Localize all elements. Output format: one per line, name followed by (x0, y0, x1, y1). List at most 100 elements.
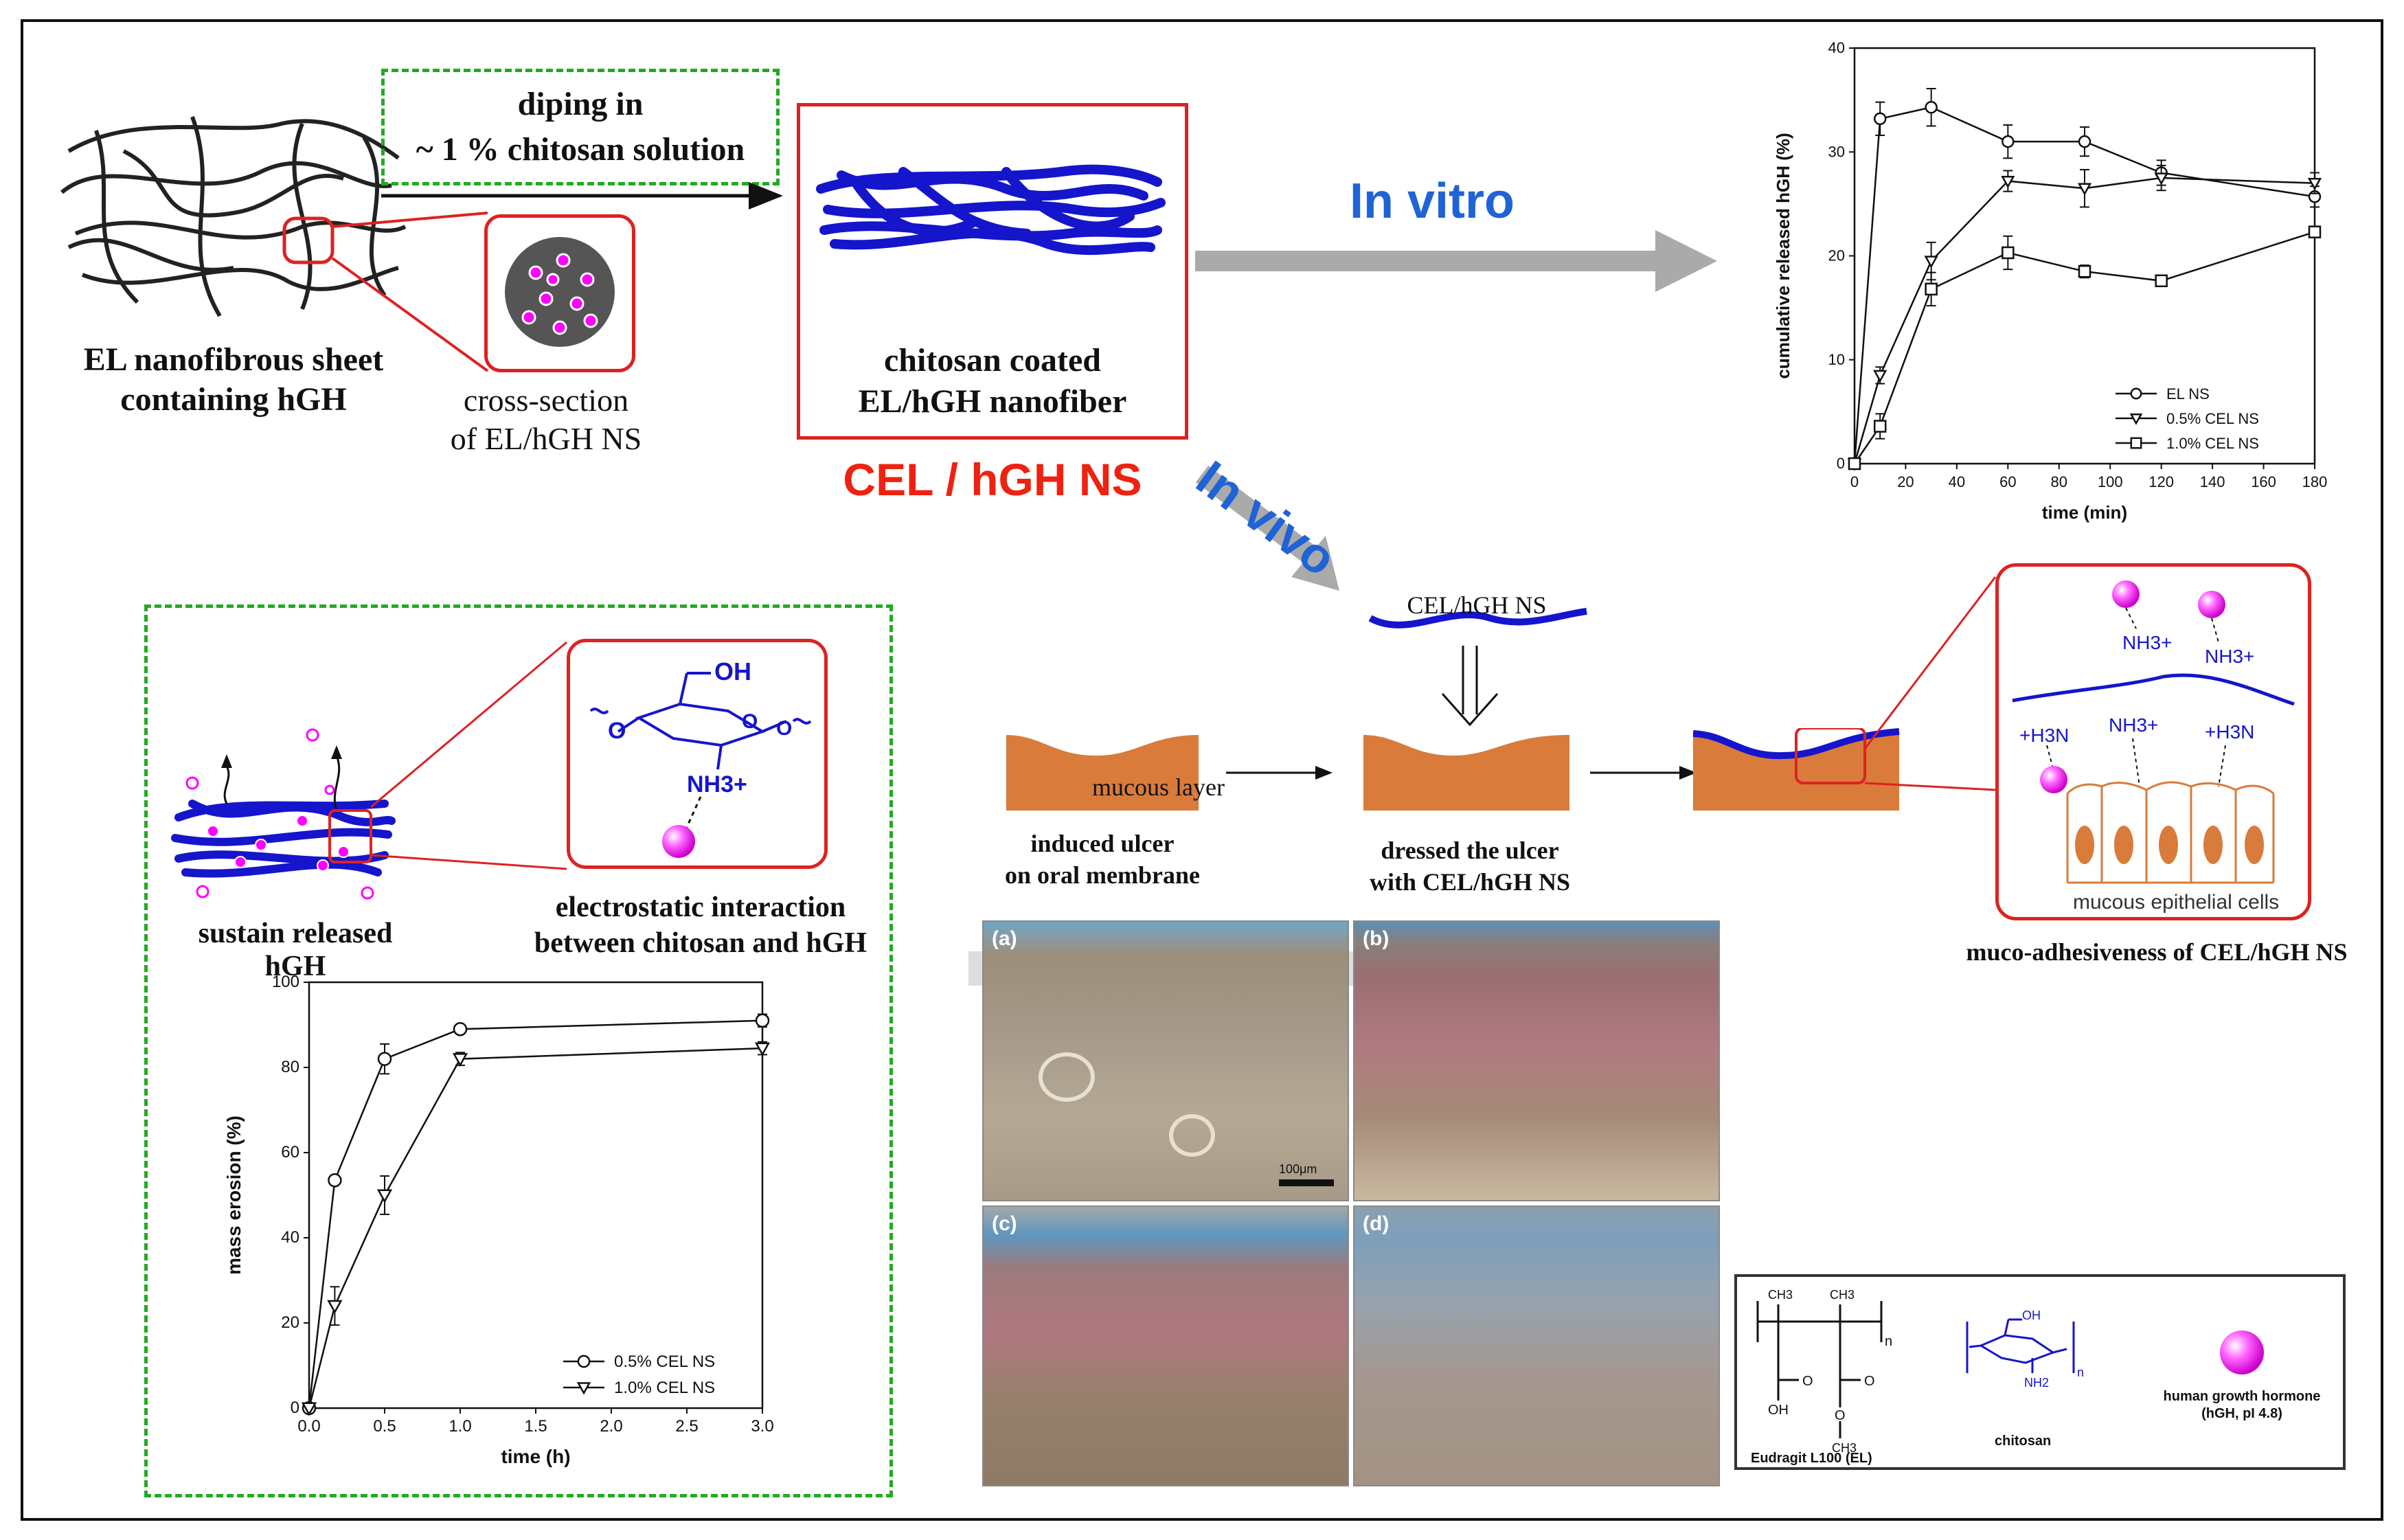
x-tick-label: 1.5 (524, 1417, 547, 1436)
photo-d: (d) (1353, 1205, 1720, 1486)
x-tick-label: 120 (2148, 473, 2174, 490)
in-vitro-arrow (1195, 230, 1717, 292)
chitosan-zoom-box: OH O O O NH3+ (567, 639, 828, 869)
data-point (2155, 274, 2168, 288)
cel-ns-film-icon (1368, 608, 1587, 727)
data-point (2077, 183, 2092, 196)
series-3 (1848, 225, 2322, 471)
y-tick-label: 10 (1828, 351, 1845, 368)
muco-zoom-box: NH3+ NH3+ +H3N NH3+ +H3N mucous epitheli… (1995, 563, 2311, 920)
oh-label: OH (714, 657, 751, 686)
structure-legend-box: CH3 CH3 n O O OH O CH3 Eudragit L100 (EL… (1734, 1274, 2346, 1470)
data-point (1925, 282, 1938, 296)
data-point (754, 1042, 771, 1056)
x-tick-label: 40 (1949, 473, 1965, 490)
data-point (377, 1052, 392, 1066)
structure-legend-icons: CH3 CH3 n O O OH O CH3 Eudragit L100 (EL… (1751, 1288, 2321, 1466)
dip-arrow (381, 182, 783, 210)
mechanism-box (144, 604, 893, 1497)
svg-text:Eudragit L100 (EL): Eudragit L100 (EL) (1751, 1451, 1872, 1466)
cel-label: CEL / hGH NS (843, 454, 1142, 505)
photo-c: (c) (982, 1205, 1349, 1486)
x-tick-label: 3.0 (751, 1417, 773, 1436)
x-tick-label: 2.0 (600, 1417, 622, 1436)
el-sheet-label: EL nanofibrous sheet containing hGH (83, 341, 384, 418)
svg-text:O: O (1802, 1374, 1813, 1389)
mucosa-induced-ulcer (1006, 735, 1199, 811)
legend-label: EL NS (2166, 385, 2210, 403)
nh3-label: NH3+ (687, 771, 747, 797)
legend-marker (576, 1382, 591, 1395)
x-tick-label: 0.0 (297, 1417, 320, 1436)
dip-box: diping in ~ 1 % chitosan solution (381, 69, 780, 185)
plot-area (1853, 47, 2316, 465)
x-axis-label: time (h) (501, 1446, 570, 1467)
data-point (2154, 172, 2168, 185)
legend: 0.5% CEL NS1.0% CEL NS (563, 1352, 715, 1397)
data-point (376, 1189, 393, 1203)
mucosa-dressed (1363, 735, 1569, 811)
data-point (1873, 420, 1887, 433)
y-tick-label: 0 (1837, 455, 1845, 472)
svg-text:NH3+: NH3+ (2109, 714, 2158, 736)
data-point (2002, 135, 2015, 148)
data-point (2001, 175, 2015, 189)
y-axis-label: cumulative released hGH (%) (1773, 133, 1793, 378)
svg-text:O: O (608, 718, 626, 744)
data-point (1873, 370, 1887, 383)
x-tick-label: 160 (2251, 473, 2276, 490)
sustain-label: sustain released hGH (198, 918, 393, 982)
muco-adhesion-diagram: NH3+ NH3+ +H3N NH3+ +H3N mucous epitheli… (2012, 580, 2295, 914)
chitosan-structure-icon: OH O O O NH3+ (589, 657, 812, 858)
cel-ns-label: CEL/hGH NS (1407, 591, 1547, 619)
y-tick-label: 40 (281, 1228, 299, 1247)
data-point (1873, 112, 1887, 126)
y-tick-label: 20 (1828, 247, 1845, 264)
coated-fiber-icon (816, 164, 1166, 256)
svg-text:O: O (1864, 1374, 1875, 1389)
muco-label: muco-adhesiveness of CEL/hGH NS (1966, 938, 2348, 966)
photo-b: (b) (1353, 920, 1720, 1201)
x-tick-label: 100 (2098, 473, 2123, 490)
mucosa-stages (1006, 728, 1900, 811)
dressed-label: dressed the ulcer with CEL/hGH NS (1369, 837, 1571, 896)
x-tick-label: 80 (2051, 473, 2067, 490)
electro-label: electrostatic interaction between chitos… (534, 892, 868, 959)
svg-text:CH3: CH3 (1830, 1288, 1855, 1302)
cross-section-box (484, 214, 635, 372)
figure-frame (21, 19, 2383, 1521)
legend-label: 1.0% CEL NS (2166, 435, 2259, 452)
cross-section-label: cross-section of EL/hGH NS (450, 383, 642, 456)
y-tick-label: 80 (281, 1058, 299, 1076)
legend-marker (577, 1355, 591, 1368)
x-tick-label: 180 (2302, 473, 2328, 490)
x-tick-label: 1.0 (449, 1417, 471, 1436)
zoom-lines-mechanism (371, 641, 567, 870)
zoom-lines-muco (1865, 576, 1997, 791)
x-tick-label: 60 (1999, 473, 2016, 490)
plot-area (308, 981, 764, 1409)
legend-marker (2130, 387, 2142, 400)
svg-text:+H3N: +H3N (2205, 721, 2254, 743)
svg-text:OH: OH (2022, 1309, 2041, 1322)
legend-label: 1.0% CEL NS (614, 1379, 715, 1397)
svg-text:n: n (1885, 1334, 1892, 1349)
photo-a: (a) 100μm (982, 920, 1349, 1201)
svg-text:human growth hormone: human growth hormone (2164, 1389, 2321, 1404)
series-1 (302, 1013, 770, 1416)
svg-text:NH3+: NH3+ (2122, 632, 2172, 653)
svg-text:O: O (742, 710, 758, 733)
data-point (1848, 457, 1861, 471)
x-tick-label: 2.5 (675, 1417, 698, 1436)
data-point (2308, 225, 2322, 238)
svg-text:chitosan: chitosan (1995, 1434, 2051, 1449)
ulcer-label: induced ulcer on oral membrane (1005, 830, 1200, 889)
y-axis-label: mass erosion (%) (223, 1116, 245, 1275)
coated-fiber-label: chitosan coated EL/hGH nanofiber (858, 342, 1127, 420)
data-point (2002, 246, 2015, 260)
legend-marker (2130, 437, 2142, 449)
series-line (308, 1019, 763, 1409)
data-point (2078, 264, 2091, 278)
in-vivo-arrow (1196, 466, 1339, 591)
